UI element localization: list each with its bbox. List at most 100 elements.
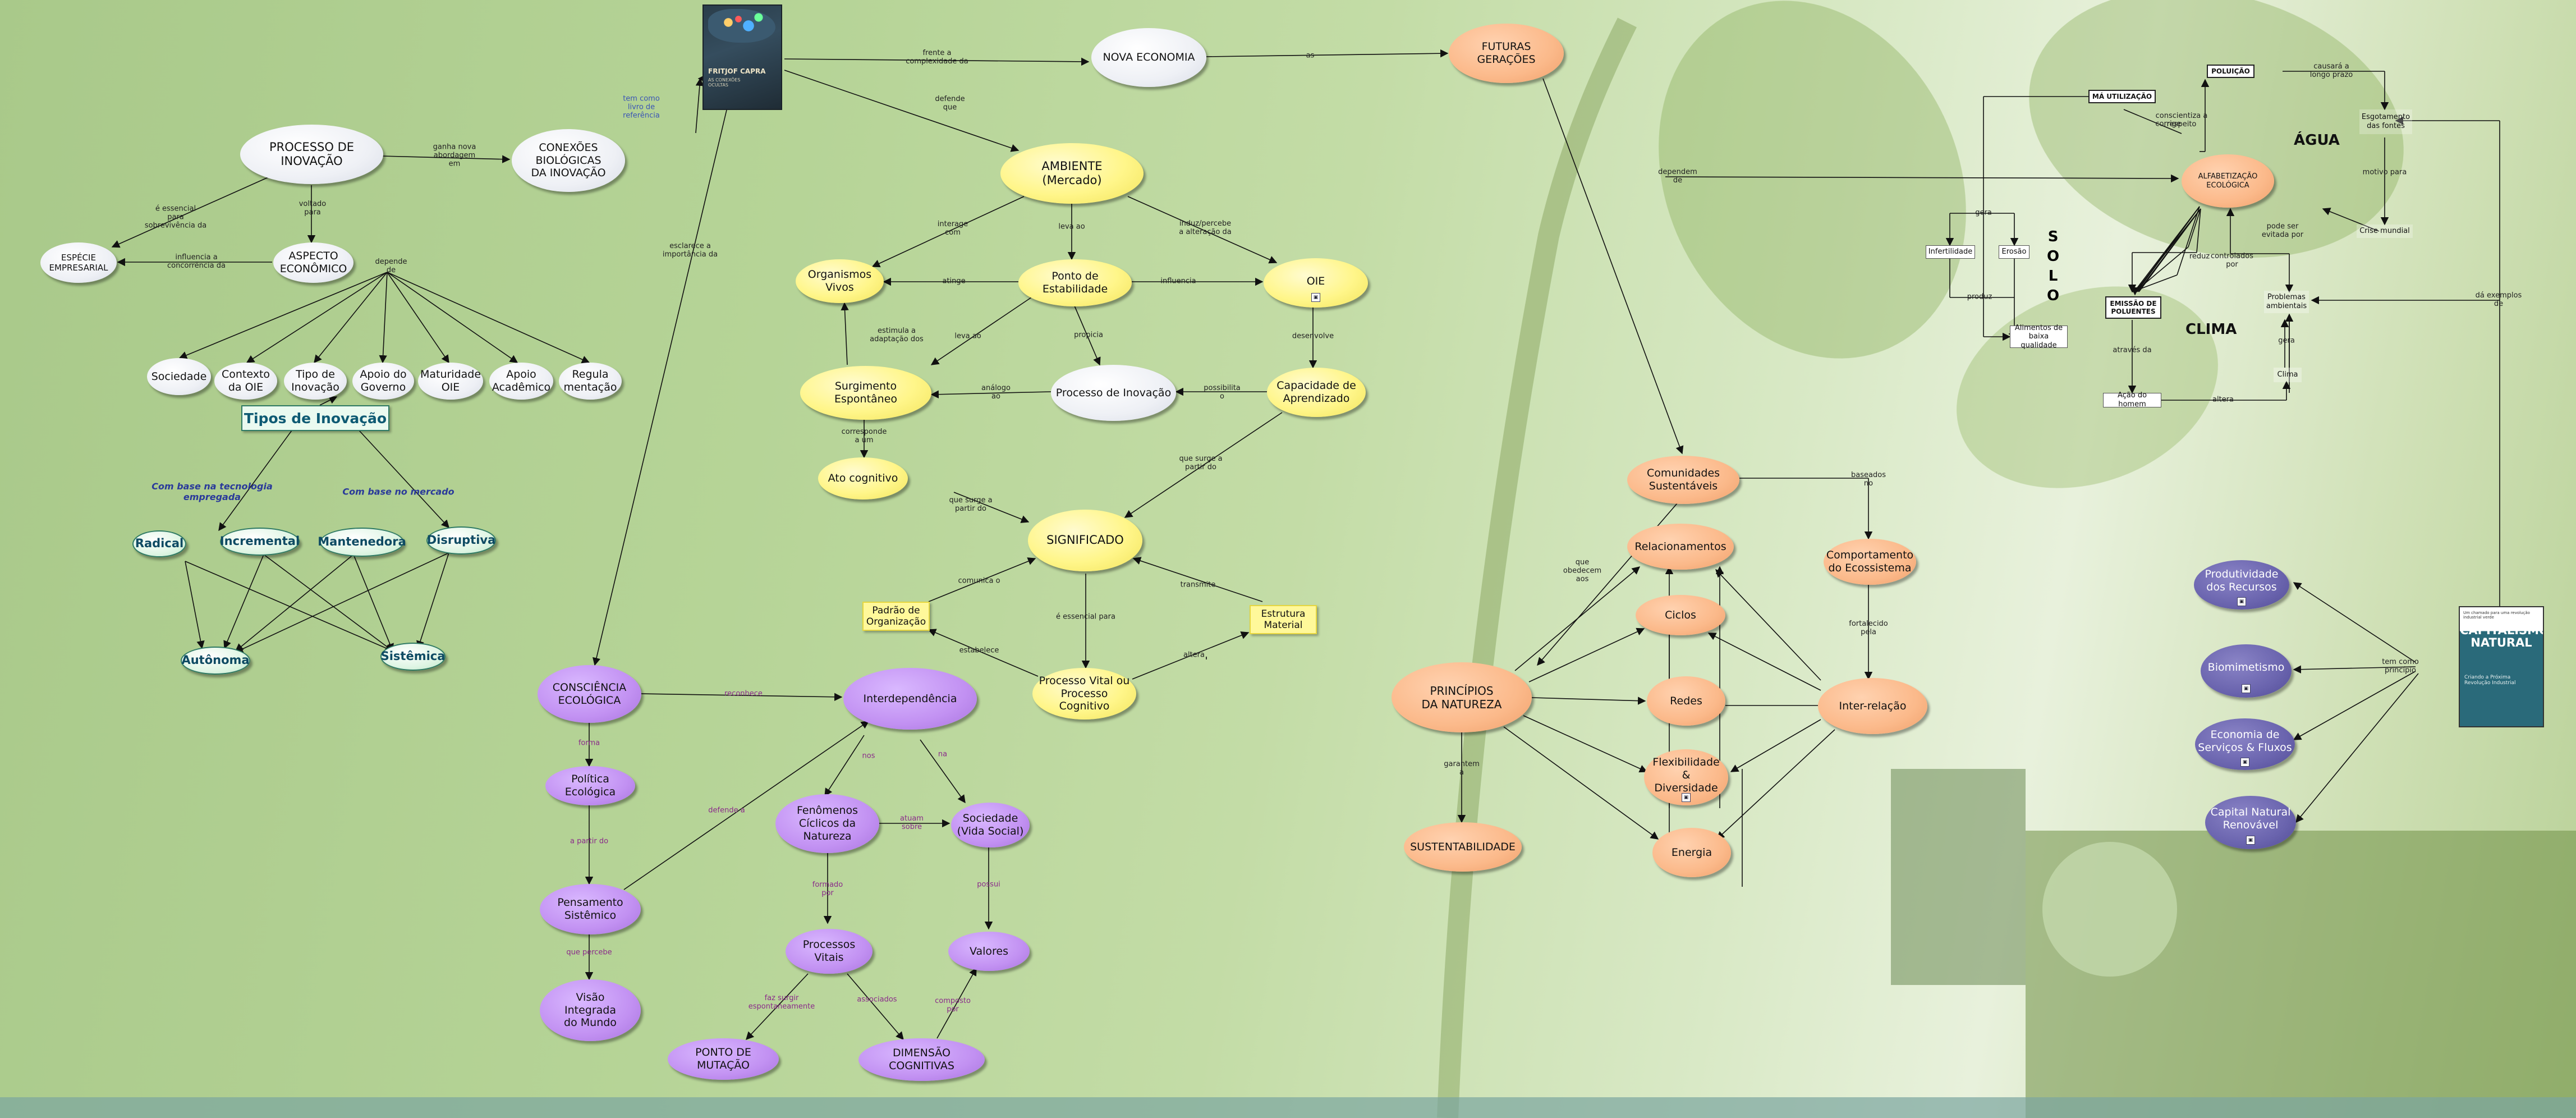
comportamento-ecossistema-node[interactable]: Comportamento do Ecossistema — [1824, 539, 1916, 585]
comunidades-sustentaveis-node[interactable]: Comunidades Sustentáveis — [1627, 456, 1739, 504]
valores-node[interactable]: Valores — [948, 932, 1030, 971]
especie-empresarial-node[interactable]: ESPÉCIE EMPRESARIAL — [40, 242, 117, 283]
capacidade-aprendizado-node[interactable]: Capacidade de Aprendizado — [1267, 368, 1366, 417]
clima-region-label: CLIMA — [2185, 321, 2237, 338]
principios-natureza-node[interactable]: PRINCÍPIOS DA NATUREZA — [1392, 662, 1532, 732]
edge-label-depende: depende de — [375, 258, 407, 274]
apoio-governo-node[interactable]: Apoio do Governo — [352, 363, 414, 400]
edge-label-influencia-concorrencia: influencia a concorrência da — [167, 253, 226, 270]
edge-label-ganha: ganha nova abordagem em — [433, 143, 476, 168]
disruptiva-node[interactable]: Disruptiva — [426, 526, 496, 555]
ponto-mutacao-node[interactable]: PONTO DE MUTAÇÃO — [668, 1038, 779, 1080]
edge-label-livro: tem como livro de referência — [623, 94, 660, 120]
edge-label-controlados: controlados por — [2210, 252, 2254, 269]
apoio-academico-node[interactable]: Apoio Acadêmico — [489, 363, 553, 400]
tipos-de-inovacao-box[interactable]: Tipos de Inovação — [241, 405, 389, 431]
relacionamentos-node[interactable]: Relacionamentos — [1627, 524, 1734, 570]
ciclos-node[interactable]: Ciclos — [1636, 595, 1725, 635]
emissao-poluentes-box[interactable]: EMISSÃO DE POLUENTES — [2105, 296, 2161, 319]
edge-label-associados: associados — [857, 995, 897, 1004]
conexoes-biologicas-node[interactable]: CONEXÕES BIOLÓGICAS DA INOVAÇÃO — [512, 129, 625, 192]
fenomenos-ciclicos-node[interactable]: Fenômenos Cíclicos da Natureza — [775, 794, 879, 853]
futuras-geracoes-node[interactable]: FUTURAS GERAÇÕES — [1449, 24, 1564, 83]
pensamento-sistemico-node[interactable]: Pensamento Sistêmico — [540, 884, 641, 934]
consciencia-ecologica-node[interactable]: CONSCIÊNCIA ECOLÓGICA — [538, 665, 641, 723]
edge-label-essencial-para: é essencial para — [1056, 612, 1115, 621]
contexto-oie-node[interactable]: Contexto da OIE — [214, 363, 277, 400]
alfabetizacao-ecologica-node[interactable]: ALFABETIZAÇÃO ECOLÓGICA — [2182, 154, 2274, 208]
edge-label-analogo: análogo ao — [981, 384, 1011, 401]
energia-node[interactable]: Energia — [1652, 828, 1731, 877]
edge-label-na: na — [938, 750, 948, 759]
edge-label-garantem: garantem a — [1444, 760, 1480, 777]
esgotamento-fontes-box[interactable]: Esgotamento das fontes — [2359, 109, 2412, 134]
crise-mundial-box[interactable]: Crise mundial — [2357, 224, 2413, 238]
ponto-estabilidade-node[interactable]: Ponto de Estabilidade — [1018, 259, 1132, 306]
autonoma-node[interactable]: Autônoma — [181, 647, 250, 675]
acao-do-homem-box[interactable]: Ação do homem — [2103, 391, 2161, 409]
attachment-icon[interactable]: ▣ — [2246, 836, 2255, 845]
visao-integrada-node[interactable]: Visão Integrada do Mundo — [540, 979, 641, 1041]
edge-label-corresponde: corresponde a um — [841, 428, 887, 445]
capital-natural-node[interactable]: Capital Natural Renovável ▣ — [2205, 796, 2296, 849]
mantenedora-node[interactable]: Mantenedora — [318, 528, 406, 557]
attachment-icon[interactable]: ▣ — [2237, 597, 2246, 606]
biomimetismo-node[interactable]: Biomimetismo ▣ — [2201, 644, 2292, 698]
erosao-box[interactable]: Erosão — [1999, 245, 2029, 259]
alimentos-baixa-qualidade-box[interactable]: Alimentos de baixa qualidade — [2010, 324, 2068, 350]
edge-label-comunica: comunica o — [958, 576, 1000, 585]
sociedade-factor-node[interactable]: Sociedade — [147, 358, 211, 395]
sustentabilidade-node[interactable]: SUSTENTABILIDADE — [1404, 822, 1522, 872]
problemas-ambientais-box[interactable]: Problemas ambientais — [2264, 291, 2309, 313]
edge-label-interage: interage com — [937, 220, 968, 237]
book-title: CAPITALISMO NATURAL — [2460, 624, 2544, 650]
processo-de-inovacao-node[interactable]: PROCESSO DE INOVAÇÃO — [240, 125, 383, 184]
ma-utilizacao-box[interactable]: MÁ UTILIZAÇÃO — [2088, 90, 2156, 103]
book-art — [708, 9, 775, 43]
attachment-icon[interactable]: ▣ — [1682, 793, 1691, 802]
processo-inovacao-yellow-node[interactable]: Processo de Inovação — [1051, 365, 1176, 421]
economia-servicos-node[interactable]: Economia de Serviços & Fluxos ▣ — [2195, 718, 2295, 770]
book-capitalismo-natural-cover[interactable]: Um chamado para uma revolução industrial… — [2459, 606, 2544, 727]
edge-label-que-percebe: que percebe — [566, 948, 612, 957]
clima-box[interactable]: Clima — [2274, 368, 2302, 382]
nova-economia-node[interactable]: NOVA ECONOMIA — [1091, 28, 1206, 87]
padrao-organizacao-box[interactable]: Padrão de Organização — [862, 602, 930, 631]
aspecto-economico-node[interactable]: ASPECTO ECONÔMICO — [273, 242, 353, 283]
edge-label-desenvolve: desenvolve — [1292, 332, 1334, 341]
inter-relacao-node[interactable]: Inter-relação — [1818, 678, 1927, 734]
dimensao-cognitivas-node[interactable]: DIMENSÃO COGNITIVAS — [858, 1038, 985, 1081]
incremental-node[interactable]: Incremental — [220, 528, 300, 556]
attachment-icon[interactable]: ▣ — [2240, 758, 2249, 767]
redes-node[interactable]: Redes — [1647, 676, 1725, 726]
sistemica-node[interactable]: Sistêmica — [380, 643, 446, 671]
flexibilidade-diversidade-node[interactable]: Flexibilidade & Diversidade ▣ — [1644, 749, 1728, 805]
maturidade-oie-node[interactable]: Maturidade OIE — [418, 363, 483, 400]
organismos-vivos-node[interactable]: Organismos Vivos — [796, 259, 884, 303]
edge-label-defende-a: defende a — [708, 806, 745, 815]
surgimento-espontaneo-node[interactable]: Surgimento Espontâneo — [800, 366, 931, 420]
regulamentacao-node[interactable]: Regula mentação — [559, 363, 622, 400]
attachment-icon[interactable]: ▣ — [1311, 293, 1320, 302]
sociedade-vida-social-node[interactable]: Sociedade (Vida Social) — [951, 803, 1030, 847]
produtividade-recursos-node[interactable]: Produtividade dos Recursos ▣ — [2194, 560, 2289, 610]
book-title: AS CONEXÕES OCULTAS — [708, 77, 741, 88]
infertilidade-box[interactable]: Infertilidade — [1926, 245, 1975, 259]
oie-node[interactable]: OIE ▣ — [1264, 258, 1368, 308]
ambiente-node[interactable]: AMBIENTE (Mercado) — [1000, 143, 1144, 204]
politica-ecologica-node[interactable]: Política Ecológica — [545, 766, 635, 805]
processo-vital-node[interactable]: Processo Vital ou Processo Cognitivo — [1032, 668, 1136, 720]
ato-cognitivo-node[interactable]: Ato cognitivo — [818, 457, 908, 500]
processos-vitais-node[interactable]: Processos Vitais — [786, 929, 873, 974]
tipo-de-inovacao-node[interactable]: Tipo de Inovação — [284, 363, 347, 400]
edge-label-conscientiza: conscientiza a respeito — [2155, 112, 2208, 129]
interdependencia-node[interactable]: Interdependência — [843, 668, 977, 730]
estrutura-material-box[interactable]: Estrutura Material — [1250, 605, 1317, 634]
poluicao-box[interactable]: POLUIÇÃO — [2207, 65, 2254, 78]
produtividade-label: Produtividade dos Recursos — [2205, 568, 2279, 593]
book-capra-cover[interactable]: FRITJOF CAPRA AS CONEXÕES OCULTAS — [702, 4, 782, 110]
attachment-icon[interactable]: ▣ — [2242, 684, 2251, 693]
significado-node[interactable]: SIGNIFICADO — [1028, 510, 1142, 571]
edge-label-estimula: estimula a adaptação dos — [870, 327, 924, 343]
radical-node[interactable]: Radical — [132, 530, 186, 557]
